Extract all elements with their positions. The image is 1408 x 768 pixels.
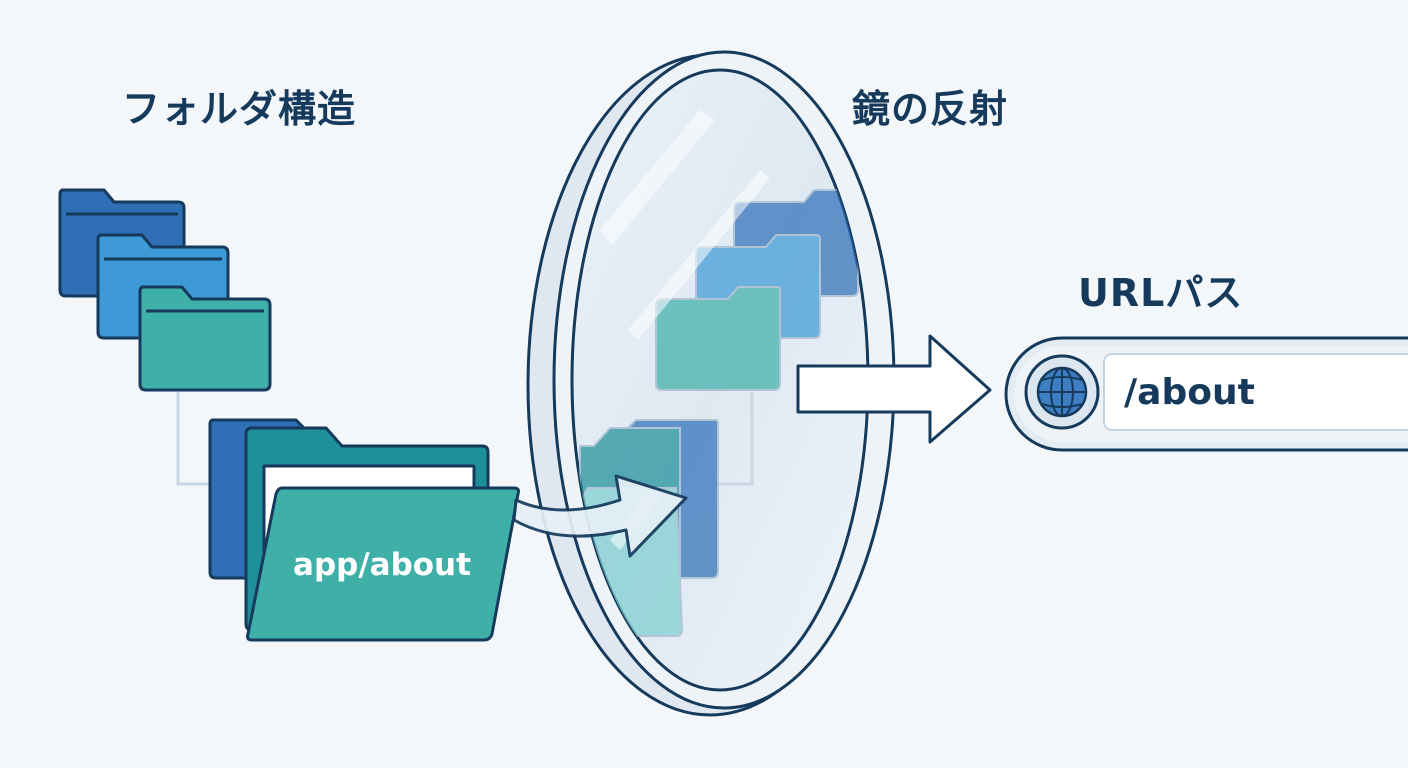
url-bar: /about bbox=[1004, 336, 1408, 452]
open-folder-app-about: app/about bbox=[208, 418, 520, 642]
url-input[interactable] bbox=[1103, 353, 1408, 431]
url-path-heading: URLパス bbox=[1078, 271, 1244, 315]
curved-arrow-into-mirror bbox=[512, 474, 688, 558]
mirror-reflection-heading: 鏡の反射 bbox=[852, 87, 1009, 131]
url-path-text: /about bbox=[1124, 372, 1255, 413]
folder-structure-heading: フォルダ構造 bbox=[122, 87, 357, 131]
tree-connector-lines bbox=[176, 392, 214, 486]
folder-icon bbox=[138, 285, 272, 392]
folder-stack-left bbox=[58, 188, 272, 392]
folder-icon bbox=[655, 286, 781, 391]
folder-label: app/about bbox=[293, 547, 471, 583]
arrow-to-url bbox=[796, 334, 992, 444]
globe-icon bbox=[1024, 354, 1100, 430]
